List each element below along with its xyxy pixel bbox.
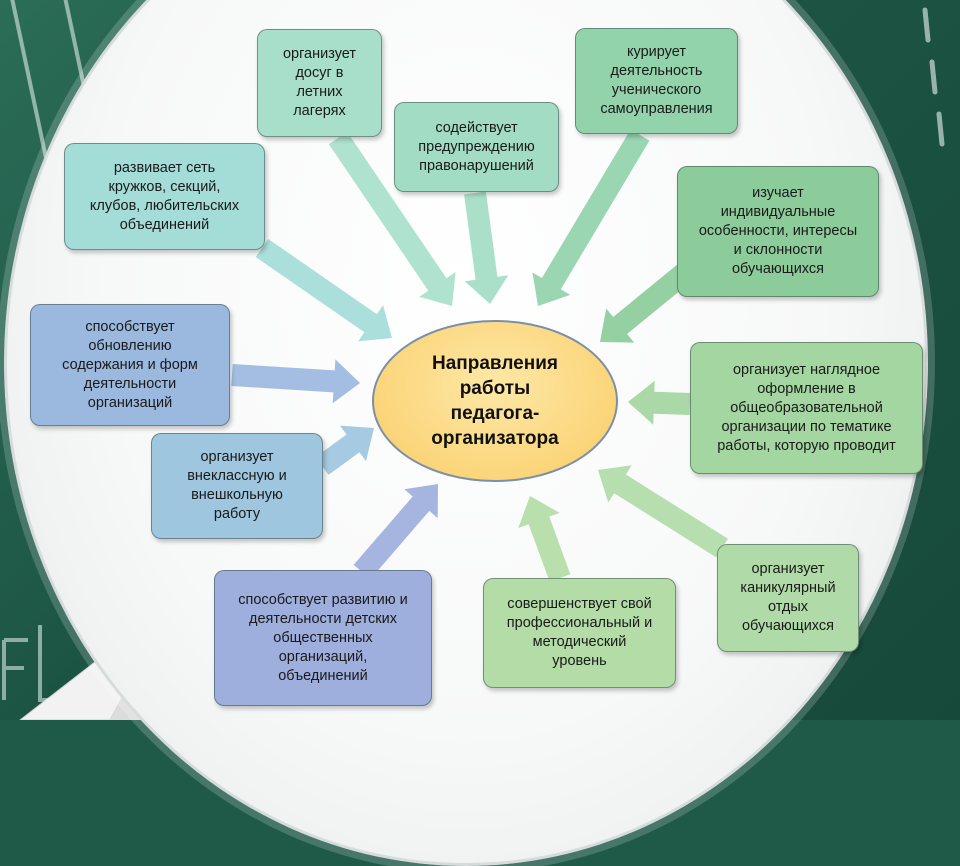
box-student-self-government: курирует деятельность ученического самоу… — [575, 28, 738, 134]
box-holiday-rest: организует каникулярный отдых обучающихс… — [717, 544, 859, 652]
arrows-layer — [231, 129, 728, 582]
box-individual-features: изучает индивидуальные особенности, инте… — [677, 166, 879, 297]
arrow-organizations — [353, 484, 438, 580]
arrow-professional — [518, 496, 571, 582]
box-content-renewal: способствует обновлению содержания и фор… — [30, 304, 230, 426]
arrow-individual — [600, 261, 695, 343]
arrow-visual — [628, 380, 691, 425]
arrow-extracurricular — [315, 425, 374, 475]
box-visual-design: организует наглядное оформление в общеоб… — [690, 342, 923, 474]
box-clubs-network: развивает сеть кружков, секций, клубов, … — [64, 143, 265, 250]
center-ellipse: Направления работы педагога- организатор… — [372, 320, 618, 482]
box-extracurricular-work: организует внеклассную и внешкольную раб… — [151, 433, 323, 539]
box-youth-organizations: способствует развитию и деятельности дет… — [214, 570, 432, 706]
arrow-clubs — [255, 239, 392, 342]
box-offense-prevention: содействует предупреждению правонарушени… — [394, 102, 559, 192]
box-professional-level: совершенствует свой профессиональный и м… — [483, 578, 676, 688]
box-summer-camp-leisure: организует досуг в летних лагерях — [257, 29, 382, 137]
arrow-content — [231, 359, 360, 404]
arrow-prevention — [464, 191, 509, 304]
arrow-holidays — [598, 465, 728, 558]
arrow-leisure — [328, 131, 456, 306]
arrow-self-government — [532, 129, 650, 306]
